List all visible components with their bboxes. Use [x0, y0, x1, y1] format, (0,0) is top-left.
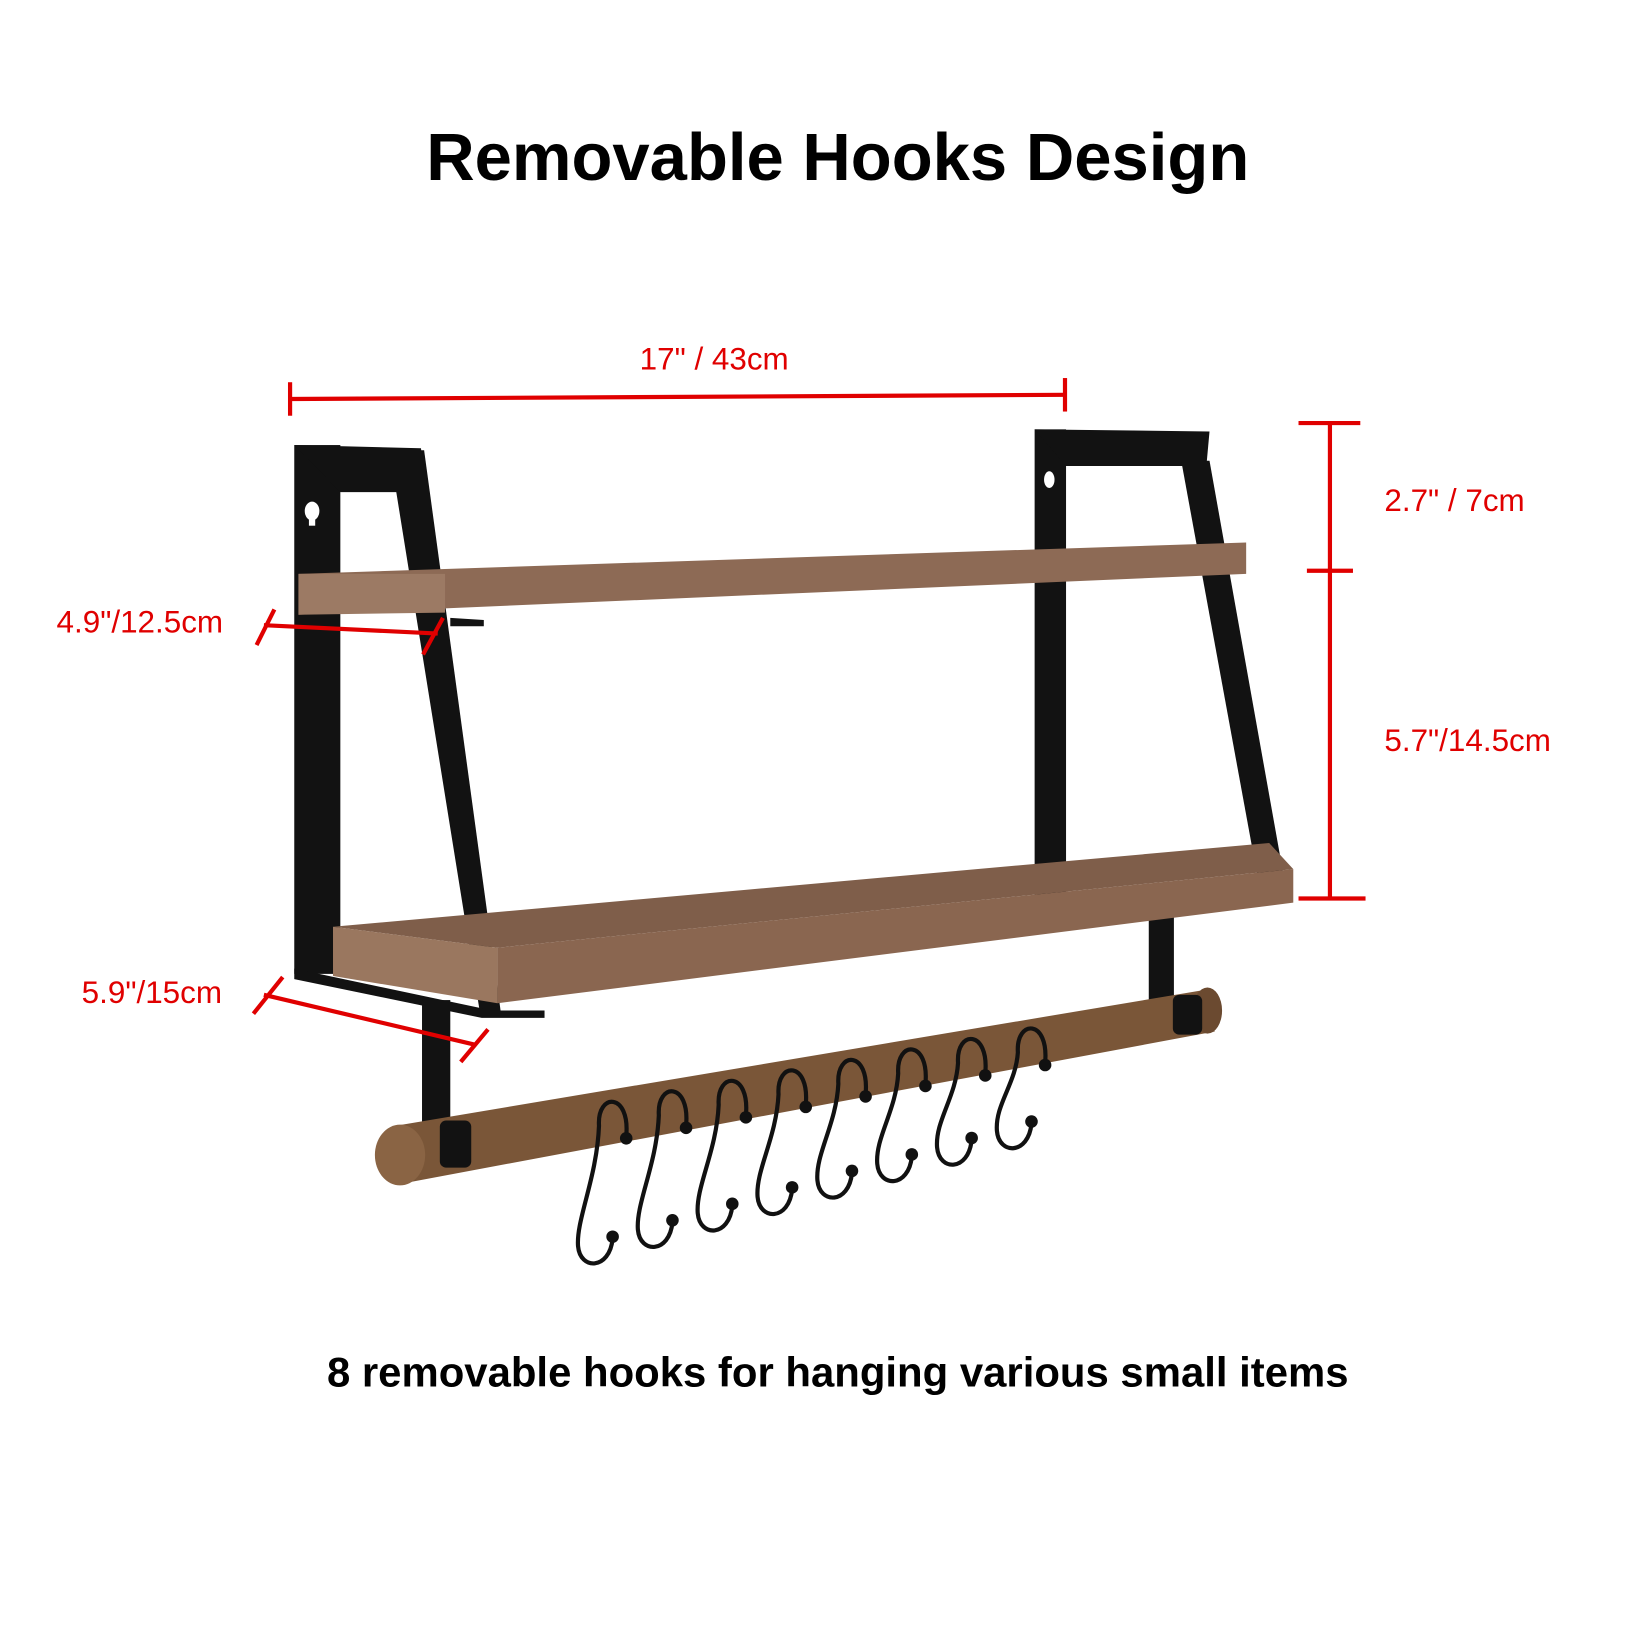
top-shelf-board: [298, 542, 1247, 627]
hook-tip: [905, 1148, 919, 1161]
hook-tip: [666, 1213, 679, 1227]
hook-icon: [575, 1099, 629, 1266]
bottom-depth-dimension: 5.9"/15cm: [82, 975, 490, 1064]
hook-icon: [875, 1047, 928, 1184]
bottom-depth-label: 5.9"/15cm: [82, 975, 222, 1010]
shelf-spacing-label: 5.7"/14.5cm: [1384, 723, 1551, 758]
width-label: 17" / 43cm: [640, 342, 789, 377]
hooks-group: [575, 1026, 1052, 1266]
hook-icon: [815, 1057, 868, 1200]
caption: 8 removable hooks for hanging various sm…: [327, 1348, 1349, 1395]
hook-tip: [799, 1100, 813, 1114]
hook-tip: [726, 1197, 739, 1211]
hook-icon: [934, 1036, 988, 1167]
hook-tip: [1038, 1058, 1052, 1072]
hook-tip: [619, 1132, 633, 1145]
hook-tip: [1025, 1115, 1038, 1128]
keyhole-icon: [1044, 471, 1055, 488]
page-title: Removable Hooks Design: [426, 120, 1249, 195]
hook-tip: [965, 1131, 978, 1145]
hook-icon: [994, 1026, 1048, 1151]
hook-tip: [679, 1121, 693, 1135]
left-bracket: [294, 445, 545, 1152]
hook-tip: [978, 1069, 992, 1082]
shelf-unit: [294, 429, 1294, 1266]
hook-icon: [695, 1078, 749, 1233]
height-dimension: 2.7" / 7cm 5.7"/14.5cm: [1298, 420, 1551, 901]
hook-tip: [785, 1181, 799, 1194]
hook-icon: [755, 1068, 809, 1217]
right-bracket: [1034, 429, 1289, 1037]
hook-tip: [859, 1090, 872, 1103]
hook-tip: [606, 1230, 619, 1244]
top-height-label: 2.7" / 7cm: [1384, 483, 1524, 518]
hook-tip: [919, 1079, 932, 1093]
bottom-shelf-board: [333, 842, 1294, 1004]
hook-tip: [845, 1164, 859, 1178]
top-depth-label: 4.9"/12.5cm: [57, 605, 224, 640]
hook-icon: [635, 1089, 689, 1249]
hook-tip: [739, 1111, 753, 1124]
width-dimension: 17" / 43cm: [287, 342, 1068, 416]
top-depth-dimension: 4.9"/12.5cm: [57, 605, 445, 656]
